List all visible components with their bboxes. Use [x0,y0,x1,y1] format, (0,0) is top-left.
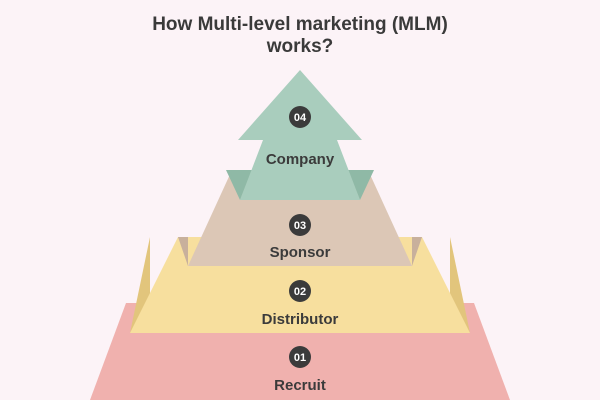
company-shadow-right [348,170,374,200]
distributor-number: 02 [294,286,306,298]
title-line-1: How Multi-level marketing (MLM) [152,14,448,35]
company-arrow [238,70,362,200]
level-company: 04 Company [226,70,374,200]
recruit-number: 01 [294,352,306,364]
sponsor-number-badge [289,214,311,236]
sponsor-shadow-left [178,237,188,266]
sponsor-number: 03 [294,220,306,232]
recruit-number-badge [289,346,311,368]
distributor-number-badge [289,280,311,302]
company-shadow-left [226,170,252,200]
company-label: Company [266,151,335,168]
sponsor-label: Sponsor [270,244,331,261]
recruit-label: Recruit [274,377,326,394]
company-number-badge [289,106,311,128]
company-number: 04 [294,112,307,124]
title-line-2: works? [266,36,334,57]
distributor-label: Distributor [262,311,339,328]
diagram-title: How Multi-level marketing (MLM) works? [0,14,600,58]
sponsor-shadow-right [412,237,422,266]
